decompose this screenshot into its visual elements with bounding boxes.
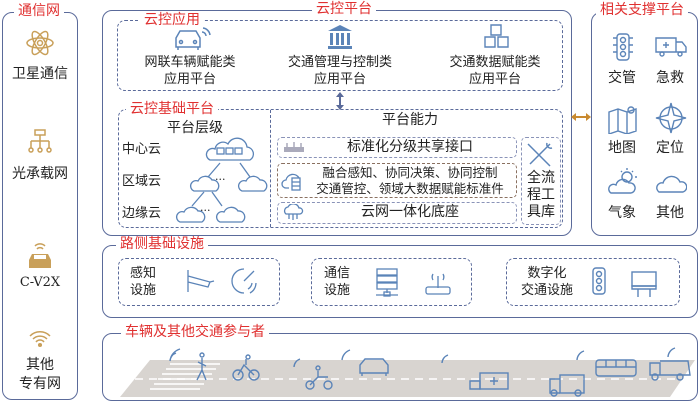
connected-car-icon (27, 240, 53, 270)
level-regional: 区域云 (122, 174, 162, 189)
participants-panel (102, 333, 698, 401)
digital-traffic-facility-box (506, 258, 680, 306)
app-1-line1: 网联车辆赋能类 (144, 55, 236, 70)
tools-icon (525, 141, 555, 169)
atom-icon (25, 28, 55, 58)
comm-item-other-l2: 专有网 (19, 376, 61, 392)
cloud-platform-title: 云控平台 (312, 1, 376, 17)
double-arrow-horizontal-icon (571, 112, 591, 122)
traffic-light-icon (588, 266, 610, 298)
app-3-line1: 交通数据赋能类 (449, 55, 541, 70)
levels-title: 平台层级 (167, 120, 223, 136)
server-icon (374, 268, 400, 298)
roadside-title: 路侧基础设施 (116, 236, 208, 252)
wifi-icon (28, 330, 52, 348)
map-icon (607, 104, 639, 134)
network-tree-icon (26, 128, 54, 156)
roadside-panel (102, 245, 698, 318)
capability-base-box (277, 202, 517, 224)
level-center: 中心云 (122, 142, 162, 157)
capability-base: 云网一体化底座 (361, 204, 459, 220)
sensing-facility-box (118, 258, 280, 306)
divider (270, 110, 271, 227)
radar-icon (230, 267, 260, 295)
capability-components-box (277, 163, 517, 198)
cloud-network-icon (282, 204, 304, 222)
comm-network-title: 通信网 (14, 3, 64, 19)
cloud-base-box (118, 109, 563, 228)
support-item-positioning: 定位 (656, 140, 684, 156)
app-1-line2: 应用平台 (163, 72, 216, 87)
comm-item-cv2x: C-V2X (19, 275, 61, 290)
participants-title: 车辆及其他交通参与者 (121, 324, 269, 340)
government-building-icon (326, 24, 354, 50)
communication-facility-box (311, 258, 472, 306)
capability-components-l2: 交通管控、领域大数据赋能标准件 (316, 181, 504, 196)
app-3-line2: 应用平台 (468, 72, 521, 87)
support-item-emergency: 急救 (656, 70, 684, 86)
camera-icon (186, 268, 216, 294)
billboard-icon (630, 268, 658, 298)
toolchain-l1: 全流 (527, 170, 555, 186)
comm-item-other-l1: 其他 (26, 357, 54, 373)
app-2-line2: 应用平台 (313, 72, 366, 87)
capability-title: 平台能力 (382, 112, 438, 128)
double-arrow-vertical-icon (335, 92, 345, 110)
weather-icon (607, 167, 639, 197)
support-item-map: 地图 (608, 140, 636, 156)
support-title: 相关支撑平台 (596, 2, 688, 18)
toolchain-box (521, 137, 561, 225)
digital-l2: 交通设施 (520, 283, 573, 298)
ellipsis-regional: ··· (215, 173, 226, 186)
traffic-light-icon (612, 32, 634, 64)
compass-icon (655, 102, 687, 134)
cloud-base-title: 云控基础平台 (126, 101, 218, 117)
capability-components-l1: 融合感知、协同决策、协同控制 (322, 165, 498, 180)
capability-interface-box (277, 137, 517, 158)
cloud-apps-box (117, 20, 563, 91)
sensing-l1: 感知 (130, 266, 157, 281)
toolchain-l2: 程工 (527, 187, 555, 203)
ellipsis-edge: ··· (200, 204, 211, 217)
support-item-traffic: 交管 (608, 70, 636, 86)
cloud-apps-title: 云控应用 (140, 12, 204, 28)
comm-item-satellite: 卫星通信 (12, 66, 68, 82)
comm-item-optical: 光承载网 (12, 166, 68, 182)
ambulance-icon (654, 34, 688, 58)
support-item-weather: 气象 (608, 205, 636, 221)
comm-facility-l1: 通信 (324, 266, 351, 281)
capability-interface: 标准化分级共享接口 (347, 139, 473, 155)
road-scene (110, 345, 695, 399)
toolchain-l3: 具库 (527, 204, 555, 220)
interface-icon (283, 141, 305, 153)
router-icon (424, 270, 452, 296)
app-2-line1: 交通管理与控制类 (287, 55, 392, 70)
sensing-l2: 设施 (130, 283, 157, 298)
support-item-other: 其他 (656, 205, 684, 221)
cloud-hierarchy-icon (170, 136, 268, 224)
digital-l1: 数字化 (527, 266, 567, 281)
level-edge: 边缘云 (122, 206, 162, 221)
comm-facility-l2: 设施 (324, 283, 351, 298)
cloud-server-icon (281, 168, 305, 192)
cloud-icon (655, 172, 687, 194)
connected-car-icon (172, 26, 212, 52)
data-cubes-icon (480, 23, 514, 53)
